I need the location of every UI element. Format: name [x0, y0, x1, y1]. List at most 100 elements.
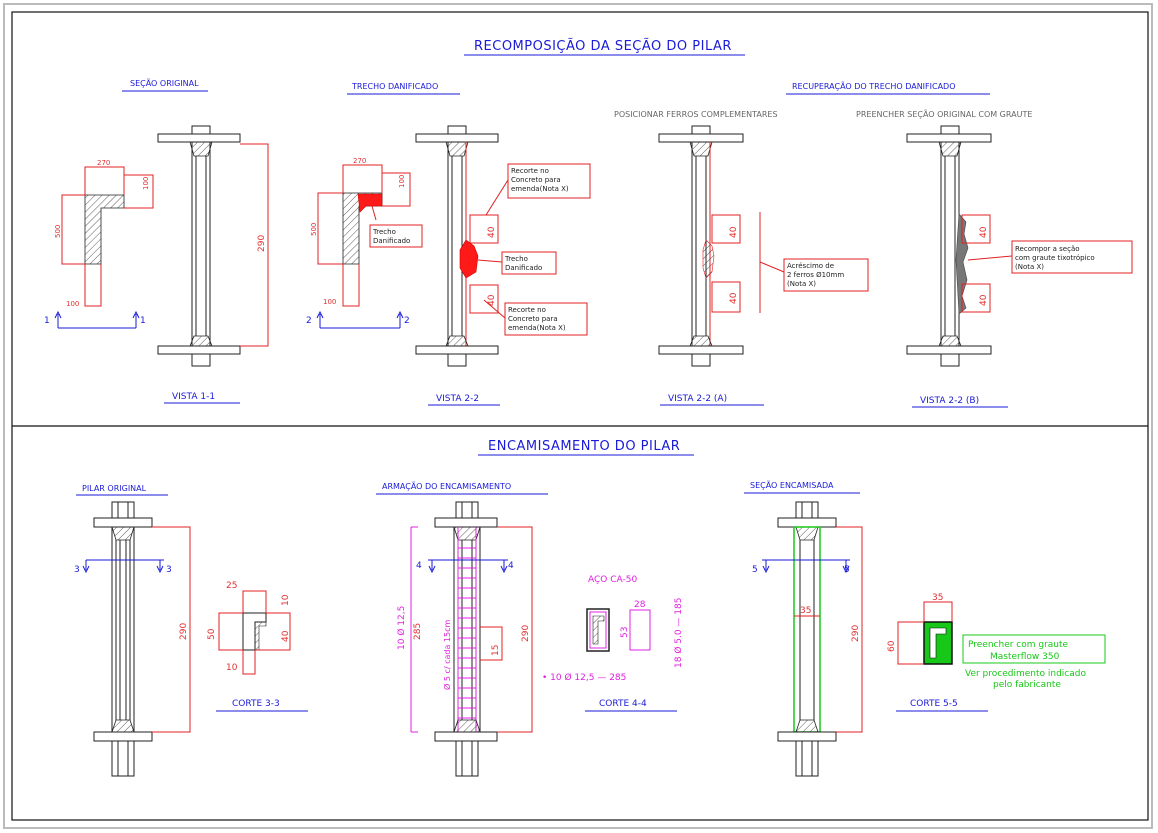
svg-text:500: 500 [310, 223, 318, 236]
vista-2-2-column: 40 40 Recorte no Concreto para emenda(No… [415, 125, 591, 406]
corte-4-4-label: CORTE 4-4 [599, 699, 647, 709]
corte-5-5-group: 35 60 Preencher com graute Masterflow 35… [887, 593, 1106, 712]
svg-text:40: 40 [979, 226, 989, 238]
svg-text:Concreto para: Concreto para [511, 176, 561, 184]
svg-text:Masterflow 350: Masterflow 350 [990, 652, 1060, 662]
vista-2-2-b-column: 40 40 Recompor a seção com graute tixotr… [906, 125, 1133, 408]
svg-text:• 10 Ø 12,5 — 285: • 10 Ø 12,5 — 285 [542, 672, 626, 683]
svg-text:15: 15 [491, 645, 501, 656]
svg-text:1: 1 [140, 316, 146, 326]
svg-text:ARMAÇÃO DO ENCAMISAMENTO: ARMAÇÃO DO ENCAMISAMENTO [382, 481, 511, 491]
svg-text:10: 10 [226, 663, 238, 673]
secao-encamisada-group: SEÇÃO ENCAMISADA 35 290 5 5 [744, 480, 863, 777]
svg-text:Concreto para: Concreto para [508, 315, 558, 323]
corte-3-3-label: CORTE 3-3 [232, 699, 280, 709]
armacao-group: ARMAÇÃO DO ENCAMISAMENTO [376, 481, 548, 777]
damaged-zone [357, 193, 383, 213]
svg-text:3: 3 [166, 565, 172, 575]
secao-original-group: SEÇÃO ORIGINAL 270 100 500 100 1 1 [44, 78, 208, 329]
svg-text:Acréscimo de: Acréscimo de [787, 262, 834, 270]
vista-1-1-label: VISTA 1-1 [172, 392, 215, 402]
svg-text:40: 40 [729, 292, 739, 304]
svg-text:18 Ø 5.0 — 185: 18 Ø 5.0 — 185 [673, 598, 684, 668]
svg-text:290: 290 [521, 625, 531, 642]
svg-text:Danificado: Danificado [373, 237, 410, 245]
svg-text:270: 270 [97, 159, 110, 167]
svg-text:Ver procedimento indicado: Ver procedimento indicado [965, 669, 1086, 679]
outer-frame [3, 3, 1153, 829]
svg-text:290: 290 [179, 623, 189, 640]
svg-text:100: 100 [398, 175, 406, 188]
svg-text:290: 290 [257, 235, 267, 252]
svg-text:4: 4 [508, 561, 514, 571]
svg-text:35: 35 [932, 593, 943, 603]
trecho-danificado-group: TRECHO DANIFICADO 270 100 500 100 Trecho… [306, 82, 460, 329]
svg-text:5: 5 [752, 565, 758, 575]
pilar-original-group: PILAR ORIGINAL 290 3 3 [74, 484, 191, 777]
svg-text:emenda(Nota X): emenda(Nota X) [511, 185, 569, 193]
svg-text:1: 1 [44, 316, 50, 326]
inner-frame [11, 11, 1149, 821]
svg-text:60: 60 [887, 640, 897, 652]
svg-text:50: 50 [207, 628, 217, 640]
svg-text:2 ferros Ø10mm: 2 ferros Ø10mm [787, 271, 844, 279]
svg-text:SEÇÃO ENCAMISADA: SEÇÃO ENCAMISADA [750, 480, 834, 490]
svg-text:53: 53 [620, 627, 630, 638]
svg-text:40: 40 [979, 294, 989, 306]
svg-text:Ø 5 c/ cada 15cm: Ø 5 c/ cada 15cm [442, 619, 452, 690]
svg-text:40: 40 [487, 226, 497, 238]
vista-2-2-b-label: VISTA 2-2 (B) [920, 396, 979, 406]
svg-text:100: 100 [66, 300, 79, 308]
svg-text:Danificado: Danificado [505, 264, 542, 272]
corte-5-5-label: CORTE 5-5 [910, 699, 958, 709]
svg-text:PILAR ORIGINAL: PILAR ORIGINAL [82, 484, 147, 493]
svg-text:40: 40 [281, 630, 291, 642]
svg-text:Recorte no: Recorte no [511, 167, 549, 175]
svg-text:com graute tixotrópico: com graute tixotrópico [1015, 254, 1095, 262]
recuperacao-title: RECUPERAÇÃO DO TRECHO DANIFICADO [792, 81, 956, 91]
svg-text:SEÇÃO ORIGINAL: SEÇÃO ORIGINAL [130, 78, 199, 88]
svg-text:Preencher com graute: Preencher com graute [968, 640, 1069, 650]
svg-text:3: 3 [74, 565, 80, 575]
svg-text:35: 35 [800, 606, 811, 616]
svg-text:10 Ø 12,5: 10 Ø 12,5 [396, 606, 407, 650]
svg-text:AÇO CA-50: AÇO CA-50 [588, 575, 637, 585]
svg-text:(Nota X): (Nota X) [787, 280, 816, 288]
svg-text:Trecho: Trecho [372, 228, 396, 236]
top-section-title: RECOMPOSIÇÃO DA SEÇÃO DO PILAR [474, 38, 732, 54]
corte-4-4-group: AÇO CA-50 28 53 18 Ø 5.0 — 185 • 10 Ø 12… [542, 575, 684, 712]
svg-text:40: 40 [729, 226, 739, 238]
svg-text:5: 5 [844, 565, 850, 575]
graute-fill [955, 213, 969, 315]
svg-text:Recompor a seção: Recompor a seção [1015, 245, 1080, 253]
damaged-section-red [459, 239, 479, 279]
svg-text:TRECHO DANIFICADO: TRECHO DANIFICADO [351, 82, 438, 91]
svg-text:2: 2 [306, 316, 312, 326]
preencher-subtitle: PREENCHER SEÇÃO ORIGINAL COM GRAUTE [856, 109, 1032, 119]
svg-text:Recorte no: Recorte no [508, 306, 546, 314]
svg-text:pelo fabricante: pelo fabricante [993, 680, 1061, 690]
svg-text:(Nota X): (Nota X) [1015, 263, 1044, 271]
svg-text:4: 4 [416, 561, 422, 571]
stirrups [458, 547, 476, 719]
vista-2-2-a-column: 40 40 Acréscimo de 2 ferros Ø10mm (Nota … [658, 125, 869, 406]
svg-text:Trecho: Trecho [504, 255, 528, 263]
svg-text:100: 100 [142, 177, 150, 190]
vista-2-2-a-label: VISTA 2-2 (A) [668, 394, 727, 404]
svg-text:2: 2 [404, 316, 410, 326]
svg-text:25: 25 [226, 581, 237, 591]
corte-3-3-group: 25 50 10 40 10 CORTE 3-3 [207, 581, 308, 712]
svg-text:270: 270 [353, 157, 366, 165]
svg-text:285: 285 [413, 623, 423, 640]
vista-2-2-label: VISTA 2-2 [436, 394, 479, 404]
svg-text:100: 100 [323, 298, 336, 306]
posicionar-subtitle: POSICIONAR FERROS COMPLEMENTARES [614, 110, 778, 119]
bottom-section-title: ENCAMISAMENTO DO PILAR [488, 439, 680, 454]
svg-text:290: 290 [851, 625, 861, 642]
svg-text:500: 500 [54, 225, 62, 238]
svg-text:10: 10 [281, 594, 291, 606]
svg-text:28: 28 [634, 600, 646, 610]
svg-text:40: 40 [487, 294, 497, 306]
svg-text:emenda(Nota X): emenda(Nota X) [508, 324, 566, 332]
